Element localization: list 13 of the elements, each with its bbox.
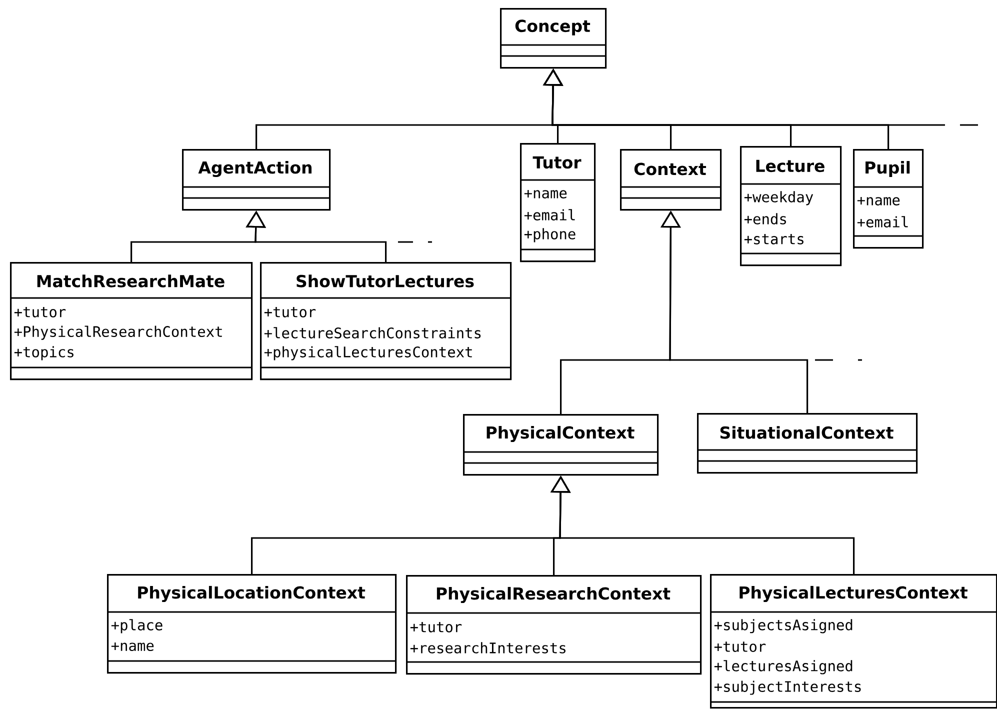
class-box: PhysicalResearchContext +tutor +researchInterests [406, 575, 702, 675]
class-box: Concept [500, 8, 607, 69]
class-box: PhysicalLocationContext +place +name [107, 574, 397, 674]
class-box: SituationalContext [697, 413, 918, 474]
class-box: Tutor +name +email +phone [520, 143, 596, 262]
class-box: AgentAction [182, 149, 331, 211]
class-box: Context [620, 149, 722, 211]
class-box: Pupil +name +email [853, 149, 924, 249]
class-box: ShowTutorLectures +tutor +lectureSearchConstraints +physicalLecturesContext [260, 262, 512, 380]
class-box: PhysicalContext [463, 414, 659, 476]
class-box: Lecture +weekday +ends +starts [740, 146, 842, 266]
class-box: MatchResearchMate +tutor +PhysicalResearchContext +topics [10, 262, 253, 380]
class-box: PhysicalLecturesContext +subjectsAsigned +tutor +lecturesAsigned +subjectInterests [710, 574, 997, 709]
